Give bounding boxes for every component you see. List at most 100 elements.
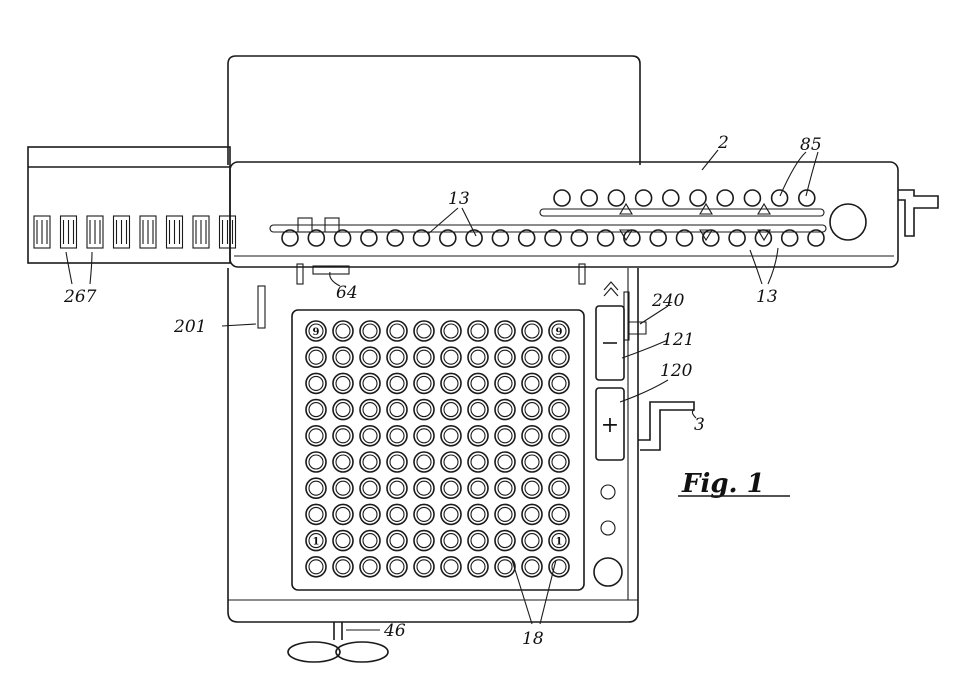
key[interactable] — [494, 320, 516, 342]
register-key[interactable] — [438, 229, 457, 247]
key[interactable] — [332, 398, 354, 421]
key[interactable] — [548, 346, 570, 369]
register-key[interactable] — [465, 229, 483, 247]
key[interactable] — [440, 424, 462, 447]
key[interactable] — [548, 555, 570, 578]
key[interactable] — [413, 529, 435, 552]
key[interactable] — [467, 451, 489, 473]
key[interactable] — [494, 555, 516, 578]
key[interactable] — [467, 477, 489, 500]
key[interactable] — [332, 451, 354, 473]
register-key[interactable] — [675, 229, 694, 247]
register-key[interactable] — [360, 229, 378, 247]
key[interactable] — [413, 555, 435, 578]
key[interactable] — [494, 424, 516, 447]
key[interactable] — [359, 555, 381, 578]
key[interactable] — [521, 424, 543, 447]
key[interactable] — [359, 424, 381, 447]
key[interactable] — [413, 451, 435, 473]
key[interactable] — [440, 346, 462, 369]
key[interactable] — [467, 555, 489, 578]
key[interactable] — [305, 477, 327, 500]
key[interactable] — [359, 503, 381, 526]
key[interactable] — [305, 555, 327, 578]
key[interactable] — [440, 398, 462, 421]
key[interactable] — [521, 398, 543, 421]
indicator-key[interactable] — [743, 189, 762, 207]
key[interactable] — [386, 320, 408, 342]
register-key[interactable] — [412, 229, 431, 247]
key[interactable] — [548, 451, 570, 473]
register-key[interactable] — [307, 229, 326, 247]
key[interactable] — [521, 477, 543, 500]
key[interactable] — [521, 372, 543, 395]
indicator-key[interactable] — [689, 189, 707, 207]
key[interactable] — [386, 424, 408, 447]
key[interactable] — [548, 398, 570, 421]
indicator-key[interactable] — [661, 189, 680, 207]
key[interactable] — [467, 503, 489, 526]
key[interactable] — [332, 372, 354, 395]
key[interactable] — [305, 346, 327, 369]
indicator-key[interactable] — [770, 189, 789, 207]
key[interactable] — [494, 372, 516, 395]
key[interactable]: 9 — [548, 320, 570, 342]
register-key[interactable] — [754, 229, 773, 247]
register-key[interactable] — [623, 229, 641, 247]
register-key[interactable] — [807, 229, 825, 247]
key[interactable] — [467, 346, 489, 369]
key[interactable] — [305, 451, 327, 473]
key[interactable] — [386, 398, 408, 421]
register-key[interactable] — [281, 229, 299, 247]
key[interactable] — [359, 529, 381, 552]
key[interactable] — [521, 451, 543, 473]
key[interactable]: 1 — [305, 529, 327, 552]
register-key[interactable] — [780, 229, 799, 247]
key[interactable] — [548, 503, 570, 526]
key[interactable] — [359, 477, 381, 500]
key[interactable] — [386, 346, 408, 369]
key[interactable] — [521, 503, 543, 526]
key[interactable] — [332, 477, 354, 500]
indicator-key[interactable] — [607, 189, 626, 207]
key[interactable] — [521, 529, 543, 552]
key[interactable] — [548, 424, 570, 447]
key[interactable] — [494, 346, 516, 369]
key[interactable] — [440, 372, 462, 395]
key[interactable] — [548, 477, 570, 500]
register-key[interactable] — [333, 229, 352, 247]
key[interactable] — [359, 398, 381, 421]
key[interactable] — [413, 477, 435, 500]
key[interactable]: 9 — [305, 320, 327, 342]
key[interactable] — [359, 451, 381, 473]
key[interactable] — [521, 346, 543, 369]
register-key[interactable] — [517, 229, 536, 247]
key[interactable] — [440, 477, 462, 500]
key[interactable] — [440, 451, 462, 473]
key[interactable] — [413, 346, 435, 369]
register-key[interactable] — [491, 229, 510, 247]
key[interactable] — [305, 503, 327, 526]
indicator-key[interactable] — [634, 189, 653, 207]
key[interactable] — [386, 529, 408, 552]
key[interactable] — [359, 320, 381, 342]
key[interactable] — [440, 503, 462, 526]
key[interactable] — [521, 555, 543, 578]
key[interactable] — [305, 424, 327, 447]
register-key[interactable] — [701, 229, 720, 247]
key[interactable] — [386, 451, 408, 473]
key[interactable] — [386, 503, 408, 526]
key[interactable] — [467, 424, 489, 447]
key[interactable] — [467, 529, 489, 552]
register-key[interactable] — [544, 229, 562, 247]
indicator-key[interactable] — [797, 189, 816, 207]
key[interactable] — [413, 503, 435, 526]
key[interactable] — [494, 477, 516, 500]
key[interactable] — [494, 529, 516, 552]
key[interactable] — [413, 398, 435, 421]
key[interactable] — [440, 320, 462, 342]
key[interactable] — [332, 346, 354, 369]
indicator-key[interactable] — [580, 189, 599, 207]
key[interactable] — [548, 372, 570, 395]
key[interactable] — [467, 398, 489, 421]
